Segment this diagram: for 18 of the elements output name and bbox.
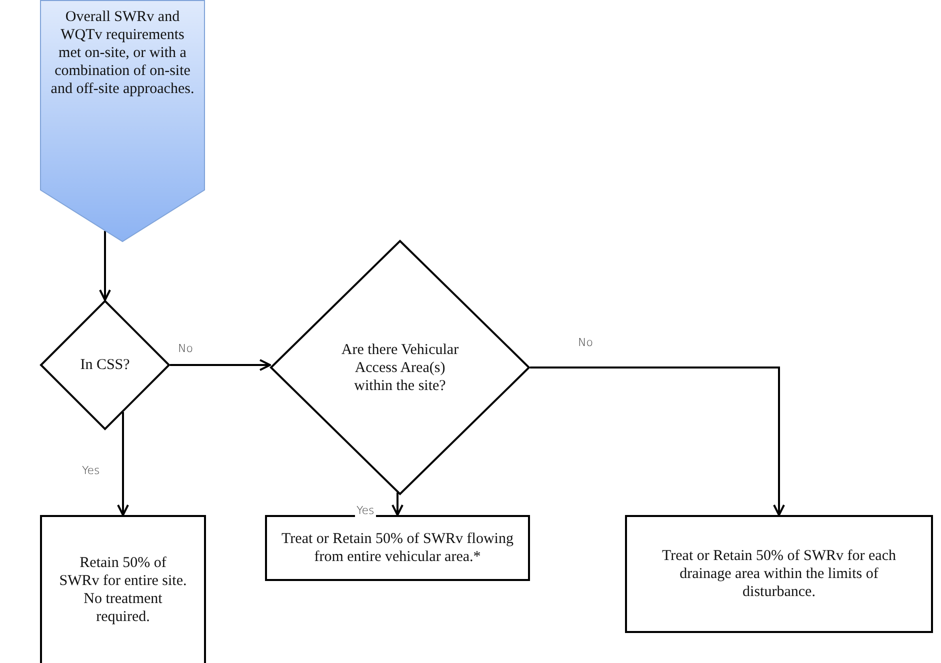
- node-text: Treat or Retain 50% of SWRv flowing from entire vehicular area.*: [280, 530, 514, 566]
- process-box: [40, 515, 206, 663]
- arrow: [170, 359, 271, 371]
- process-box: [265, 515, 530, 581]
- arrow: [530, 366, 785, 516]
- node-text: Overall SWRv and WQTv requirements met on-site, or with a combination of on-site and off-site approaches.: [50, 8, 196, 98]
- edge-label: Yes: [354, 504, 376, 517]
- arrow: [99, 230, 111, 301]
- node-text: Retain 50% of SWRv for entire site. No treatment required.: [58, 554, 188, 626]
- node-text: Treat or Retain 50% of SWRv for each drainage area within the limits of disturbance.: [661, 547, 897, 601]
- node-text: Are there Vehicular Access Area(s) within the site?: [340, 340, 460, 394]
- arrow: [392, 492, 404, 516]
- edge-label: Yes: [80, 464, 102, 476]
- node-text: In CSS?: [79, 356, 131, 374]
- process-box: [625, 515, 933, 633]
- edge-label: No: [576, 336, 595, 348]
- edge-label: No: [176, 342, 195, 355]
- arrow: [117, 412, 129, 516]
